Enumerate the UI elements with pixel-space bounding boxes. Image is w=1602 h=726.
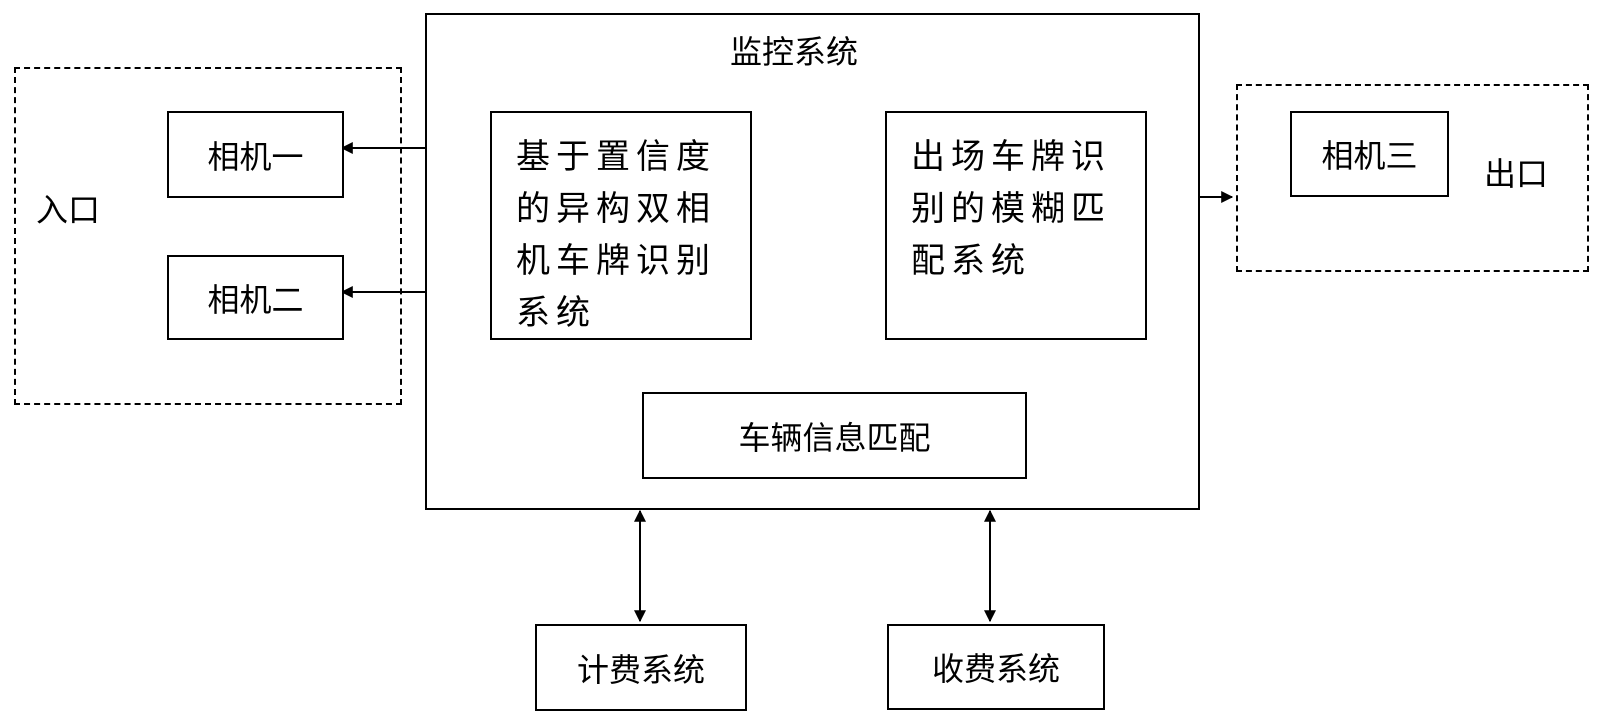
dual-camera-line-4: 系统 <box>516 293 596 333</box>
billing-system-box: 计费系统 <box>535 624 747 711</box>
billing-system-label: 计费系统 <box>576 650 705 689</box>
charging-system-box: 收费系统 <box>887 624 1105 710</box>
entrance-region <box>14 67 402 405</box>
exit-fuzzy-line-1: 出场车牌识 <box>911 137 1111 177</box>
camera-two-box: 相机二 <box>167 255 344 340</box>
dual-camera-line-2: 的异构双相 <box>516 189 716 229</box>
vehicle-info-match-box: 车辆信息匹配 <box>642 392 1027 479</box>
camera-three-label: 相机三 <box>1321 137 1418 175</box>
exit-label: 出口 <box>1484 155 1549 193</box>
vehicle-info-match-label: 车辆信息匹配 <box>738 418 931 457</box>
camera-two-label: 相机二 <box>207 280 304 319</box>
dual-camera-line-1: 基于置信度 <box>516 137 716 177</box>
exit-region <box>1236 84 1589 272</box>
entrance-label: 入口 <box>36 191 101 229</box>
dual-camera-recognition-box: 基于置信度 的异构双相 机车牌识别 系统 <box>490 111 752 340</box>
monitor-system-title: 监控系统 <box>730 33 859 71</box>
charging-system-label: 收费系统 <box>931 650 1060 688</box>
exit-fuzzy-match-box: 出场车牌识 别的模糊匹 配系统 <box>885 111 1147 340</box>
exit-fuzzy-line-2: 别的模糊匹 <box>911 189 1111 229</box>
dual-camera-line-3: 机车牌识别 <box>516 241 716 281</box>
camera-one-label: 相机一 <box>207 137 304 176</box>
camera-three-box: 相机三 <box>1290 111 1449 197</box>
camera-one-box: 相机一 <box>167 111 344 198</box>
exit-fuzzy-line-3: 配系统 <box>911 241 1031 281</box>
